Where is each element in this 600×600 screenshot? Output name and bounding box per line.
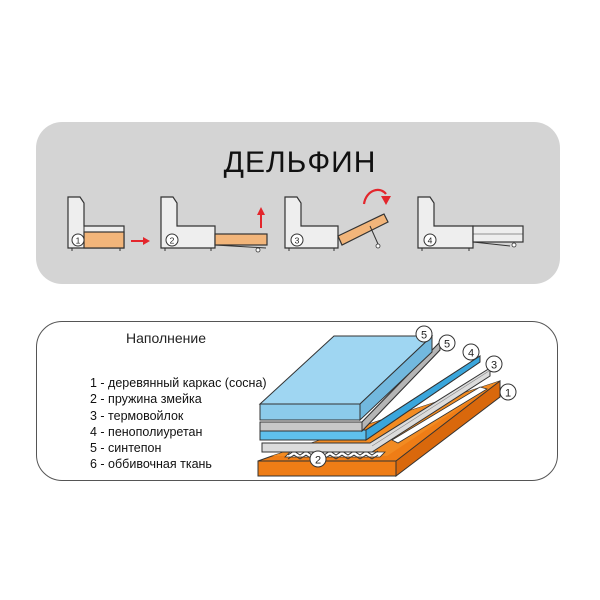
legend-item: 5 - синтепон: [90, 441, 162, 456]
step-number-badge: [71, 233, 85, 247]
layer-spring: [287, 450, 379, 460]
svg-text:5: 5: [421, 330, 427, 342]
step-2: 2: [160, 196, 268, 253]
seat-block-tilted: [337, 213, 389, 246]
callout-5-top: 5: [415, 325, 433, 343]
step-number: 3: [295, 236, 300, 246]
layer-sintepon: [259, 340, 441, 433]
svg-text:3: 3: [491, 360, 497, 372]
legend-item: 1 - деревянный каркас (сосна): [90, 376, 267, 390]
step-number: 2: [170, 236, 175, 246]
layer-foam: [259, 355, 481, 441]
legend-item: 4 - пенополиуретан: [90, 424, 203, 439]
callout-3: 3: [485, 355, 503, 373]
layer-fabric: [258, 334, 434, 422]
svg-text:1: 1: [505, 388, 511, 400]
legend-item: 6 - оббивочная ткань: [90, 457, 212, 472]
step-3: 3: [284, 196, 389, 251]
legend-item: 2 - пружина змейка: [90, 392, 202, 407]
arrow-up-icon: [257, 207, 265, 228]
seat-block: [214, 233, 268, 246]
step-number-badge: [290, 233, 304, 247]
filling-title: Наполнение: [126, 330, 206, 346]
layer-felt: [261, 367, 491, 453]
callout-1: 1: [499, 383, 517, 401]
callout-5: 5: [438, 334, 456, 352]
diagram-title: ДЕЛЬФИН: [223, 146, 377, 179]
step-number-badge: [423, 233, 437, 247]
arrow-right-icon: [131, 237, 150, 245]
svg-text:5: 5: [444, 339, 450, 351]
rotate-arrow-icon: [362, 188, 391, 205]
step-1: 1: [67, 196, 125, 251]
step-number-badge: [165, 233, 179, 247]
step-number: 1: [76, 236, 81, 246]
step-number: 4: [428, 236, 433, 246]
step-4: 4: [417, 196, 524, 251]
svg-text:4: 4: [468, 348, 474, 360]
callout-4: 4: [462, 343, 480, 361]
svg-text:2: 2: [315, 455, 321, 467]
legend-item: 3 - термовойлок: [90, 408, 184, 423]
callout-2: 2: [309, 450, 327, 468]
filling-legend: 1 - деревянный каркас (сосна) 2 - пружин…: [90, 375, 267, 473]
